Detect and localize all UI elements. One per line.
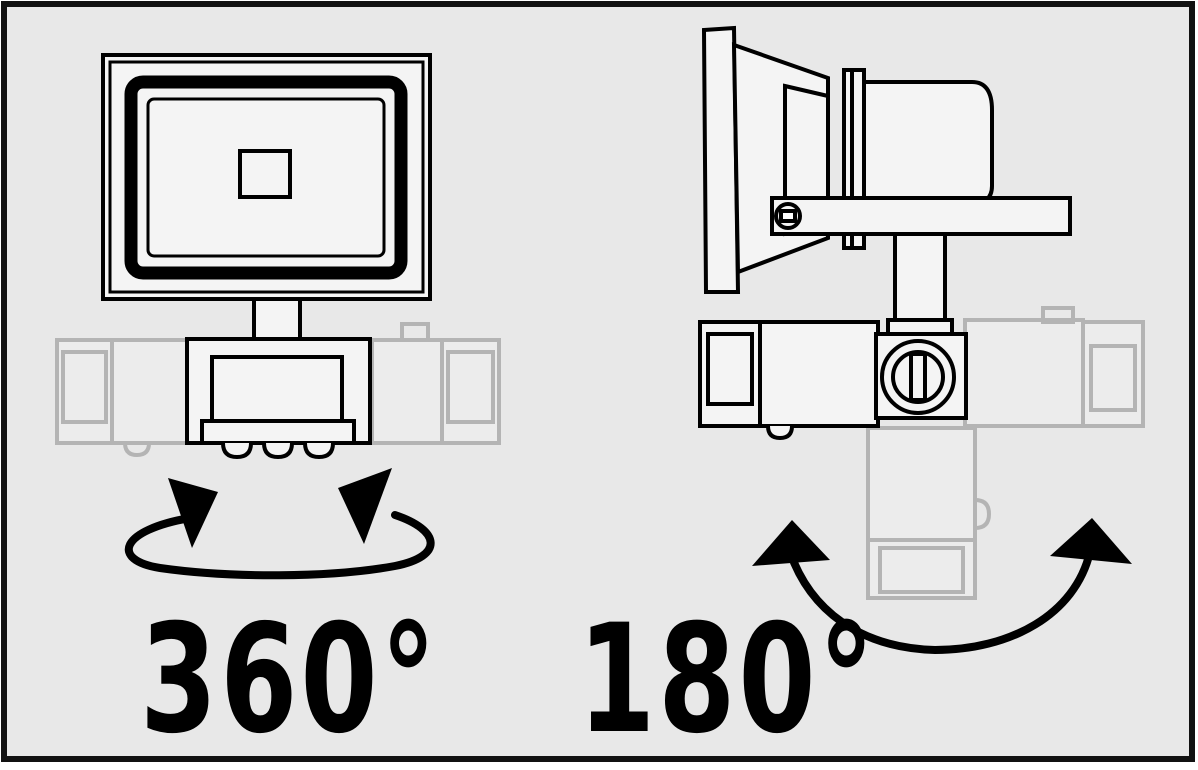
rotation-ellipse-arrow: [124, 468, 435, 580]
left-floodlight: [101, 53, 432, 341]
rotation-arc-arrow: [752, 518, 1132, 655]
right-arc-arrowhead: [1050, 518, 1132, 564]
right-floodlight: [701, 25, 1072, 336]
right-sensor-head: [698, 320, 968, 441]
rotation-180-label: 180°: [578, 593, 878, 767]
left-arc-arrowhead: [752, 520, 830, 566]
left-arrowhead: [168, 478, 218, 548]
left-sensor-head: [185, 337, 372, 460]
right-arrowhead: [338, 468, 392, 544]
rotation-360-label: 360°: [140, 593, 440, 767]
